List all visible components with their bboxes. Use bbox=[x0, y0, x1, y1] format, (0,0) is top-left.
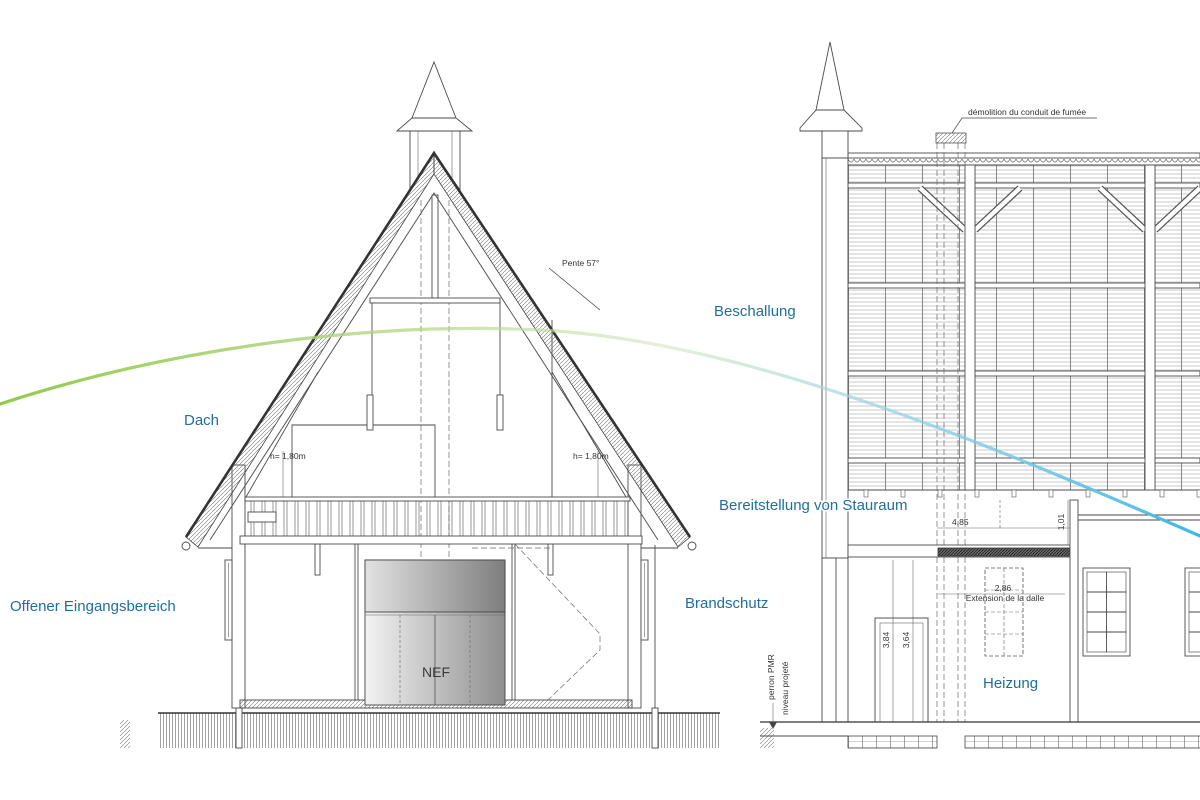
height-note-left: h= 1,80m bbox=[270, 451, 306, 461]
elevation-openings bbox=[874, 567, 1200, 723]
cross-section: NEF Pente 57° h= 1,80m h= 1,80m bbox=[120, 60, 720, 749]
window-1 bbox=[1082, 567, 1131, 657]
bell-tower-elevation bbox=[799, 41, 863, 723]
level-arrow-icon bbox=[769, 722, 777, 729]
roof-elevation bbox=[847, 152, 1200, 498]
section-walls bbox=[224, 464, 656, 709]
ground-left bbox=[120, 707, 720, 749]
dimension-width: 4,85 bbox=[952, 517, 969, 527]
gallery-balustrade bbox=[239, 496, 643, 545]
dimension-door-a: 3,84 bbox=[881, 631, 891, 648]
elevation-dimensions: 4,85 1,01 2,86 Extension de la dalle 3,8… bbox=[881, 500, 1070, 722]
height-note-right: h= 1,80m bbox=[573, 451, 609, 461]
spire-icon bbox=[395, 60, 474, 132]
gutter-right-icon bbox=[687, 541, 697, 551]
label-stauraum: Bereitstellung von Stauraum bbox=[719, 497, 907, 514]
roof-section bbox=[181, 150, 697, 551]
section-annotations: Pente 57° h= 1,80m h= 1,80m bbox=[270, 258, 609, 461]
ramp-note: perron PMR bbox=[766, 654, 776, 700]
chimney-demolition-note: démolition du conduit de fumée bbox=[968, 107, 1086, 117]
level-note: niveau projeté bbox=[780, 661, 790, 715]
label-beschallung: Beschallung bbox=[714, 303, 796, 320]
bell-tower-section bbox=[395, 60, 474, 192]
label-heizung: Heizung bbox=[983, 675, 1038, 692]
dimension-door-b: 3,64 bbox=[901, 631, 911, 648]
window-2 bbox=[1184, 567, 1200, 657]
nave-door: NEF bbox=[364, 559, 506, 706]
overlay-curve bbox=[0, 326, 1200, 538]
slab-extension-note: Extension de la dalle bbox=[966, 593, 1045, 603]
label-brandschutz: Brandschutz bbox=[685, 595, 768, 612]
label-eingangsbereich: Offener Eingangsbereich bbox=[10, 598, 176, 615]
gutter-left-icon bbox=[181, 541, 191, 551]
topic-labels: Dach Beschallung Bereitstellung von Stau… bbox=[9, 302, 1040, 694]
ground-floor-structure bbox=[354, 543, 601, 701]
side-elevation: démolition du conduit de fumée 4,85 1,01… bbox=[760, 41, 1200, 749]
roof-pitch-note: Pente 57° bbox=[562, 258, 599, 268]
roof-truss bbox=[245, 194, 627, 705]
dimension-slab-height: 1,01 bbox=[1056, 513, 1066, 530]
label-dach: Dach bbox=[184, 412, 219, 429]
spire-icon bbox=[799, 41, 863, 132]
pendant-lights bbox=[314, 394, 554, 576]
chimney-flue: démolition du conduit de fumée bbox=[935, 107, 1097, 722]
hidden-window bbox=[984, 567, 1024, 657]
door-label: NEF bbox=[422, 664, 450, 680]
ground-right: perron PMR niveau projeté bbox=[760, 654, 1200, 749]
lower-storey bbox=[847, 499, 1200, 723]
dimension-extension: 2,86 bbox=[995, 583, 1012, 593]
